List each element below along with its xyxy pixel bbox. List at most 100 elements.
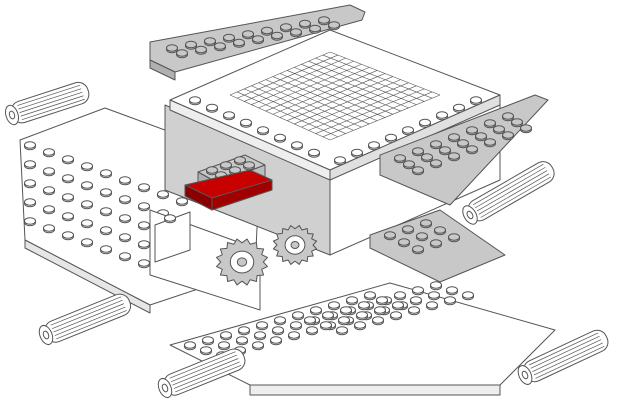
stud [426, 301, 438, 309]
stud [376, 296, 388, 304]
stud [334, 156, 346, 164]
stud [24, 217, 36, 225]
engine-rib [50, 296, 122, 326]
engine-rib [173, 361, 240, 389]
engine-nozzle-inner [42, 330, 50, 340]
grid-line [287, 70, 393, 115]
engine-rib [533, 342, 603, 376]
stud [119, 195, 131, 203]
stud [364, 291, 376, 299]
stud [374, 306, 386, 314]
stud [119, 233, 131, 241]
engine-bottom-left [38, 293, 132, 346]
engine-bottom-right [517, 329, 609, 385]
stud [520, 124, 532, 132]
stud [412, 245, 424, 253]
grid-line [308, 85, 417, 131]
stud [457, 139, 469, 147]
stud [453, 103, 465, 112]
engine-rib [535, 345, 605, 379]
stud [320, 321, 332, 329]
stud [430, 281, 442, 289]
engine-rib [474, 167, 546, 209]
stud [511, 118, 523, 126]
engine-rib [17, 84, 81, 106]
stud [358, 301, 370, 309]
stud [223, 111, 235, 119]
stud [220, 161, 232, 169]
stud [271, 31, 283, 40]
engine-rib [175, 365, 242, 393]
stud [346, 296, 358, 304]
engine-rib [473, 163, 544, 205]
stud [290, 321, 302, 329]
engine-nozzle-inner [521, 370, 529, 380]
stud [328, 301, 340, 309]
plate-top [169, 282, 556, 386]
stud [200, 346, 212, 354]
stud [475, 132, 487, 140]
grid-line [315, 57, 425, 102]
stud [502, 112, 514, 120]
stud [446, 286, 458, 294]
stud [372, 316, 384, 324]
stud [402, 126, 414, 134]
stud [410, 296, 422, 304]
stud [202, 336, 214, 344]
stud [119, 176, 131, 184]
stud [470, 96, 482, 104]
stud [100, 245, 112, 253]
grid-line [329, 51, 441, 96]
stud [261, 26, 273, 35]
stud [402, 225, 414, 233]
stud [308, 148, 320, 157]
stud [270, 336, 282, 344]
stud [398, 238, 410, 246]
stud [292, 311, 304, 319]
engine-rib [21, 98, 85, 120]
stud [240, 118, 252, 127]
stud [368, 141, 380, 149]
stud [338, 316, 350, 324]
bottom-wing-plate [169, 281, 556, 396]
stud [309, 24, 321, 33]
stud [466, 145, 478, 153]
stud [119, 214, 131, 222]
grid-line [329, 94, 441, 141]
stud [81, 238, 93, 246]
engine-top-left [5, 81, 90, 126]
engine-nozzle-inner [466, 210, 474, 220]
stud [138, 221, 150, 229]
stud [392, 301, 404, 309]
stud [444, 296, 456, 304]
engine-rib [54, 306, 126, 336]
stud [299, 19, 311, 28]
stud [238, 326, 250, 334]
stud [138, 183, 150, 191]
engine-rib [170, 354, 238, 382]
engine-bottom-center [157, 348, 246, 399]
engine-rib [529, 332, 599, 366]
stud [62, 193, 74, 201]
stud [234, 156, 246, 164]
grid-line [322, 91, 433, 138]
stud [243, 161, 255, 169]
tile-grid [229, 51, 441, 141]
grid-line [301, 82, 409, 128]
gear-axle-hole [290, 240, 300, 250]
stud [176, 197, 188, 205]
stud [214, 42, 226, 50]
stud [62, 231, 74, 239]
stud [100, 226, 112, 234]
engine-rib [18, 88, 82, 110]
grid-line [294, 67, 401, 112]
gear-right [272, 225, 318, 265]
stud [274, 316, 286, 324]
stud [439, 146, 451, 154]
stud [43, 148, 55, 156]
stud [157, 190, 169, 198]
engine-rib [532, 339, 602, 373]
right-gray-wing-plate [379, 94, 549, 206]
stud [24, 198, 36, 206]
stud [288, 331, 300, 339]
